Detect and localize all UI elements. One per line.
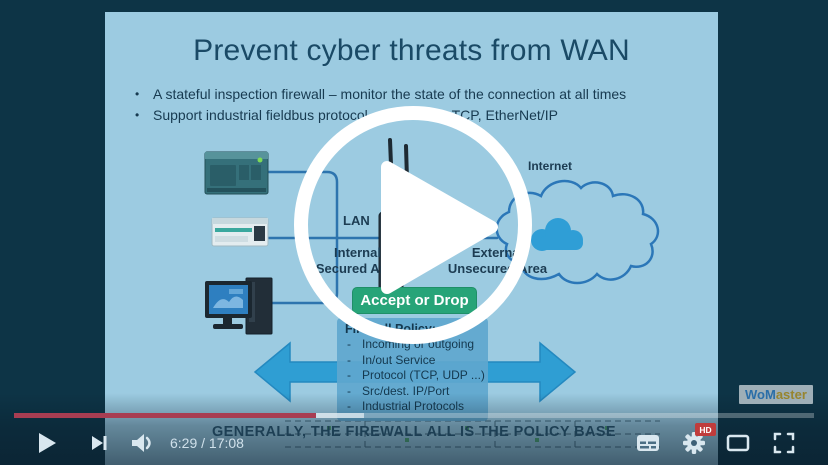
watermark-prefix: WoM: [745, 387, 776, 402]
internal-area-line2: Secured Area: [315, 261, 400, 276]
big-play-triangle-icon: [381, 161, 498, 294]
firewall-policy-item: In/out Service: [337, 353, 488, 369]
internet-cloud-icon: [495, 179, 660, 285]
watermark-suffix: aster: [775, 387, 807, 402]
hd-quality-badge: HD: [695, 423, 716, 436]
progress-buffered: [316, 413, 364, 418]
miniplayer-icon: [726, 434, 750, 452]
fullscreen-button[interactable]: [771, 430, 797, 456]
volume-button[interactable]: [128, 430, 154, 456]
next-button[interactable]: [85, 430, 111, 456]
control-bar: 6:29 / 17:08 HD: [0, 421, 828, 465]
captions-button[interactable]: [635, 430, 661, 456]
bottom-gradient: [0, 393, 828, 465]
video-caption: GENERALLY, THE FIREWALL ALL IS THE POLIC…: [211, 424, 617, 440]
lan-label: LAN: [343, 213, 370, 228]
firewall-policy-item: Protocol (TCP, UDP ...): [337, 368, 488, 384]
play-ring-icon: [294, 106, 532, 344]
slide-title: Prevent cyber threats from WAN: [193, 34, 630, 67]
fullscreen-icon: [773, 432, 795, 454]
play-icon: [39, 433, 56, 453]
external-area-line1: External: [471, 245, 524, 260]
settings-button[interactable]: [681, 430, 707, 456]
slide-bullet: A stateful inspection firewall – monitor…: [129, 84, 704, 105]
volume-icon: [132, 434, 151, 452]
miniplayer-button[interactable]: [725, 430, 751, 456]
plc-device-2: [211, 217, 269, 247]
big-play-overlay-button[interactable]: [293, 105, 533, 345]
progress-played: [14, 413, 316, 418]
channel-watermark: WoMaster: [739, 385, 813, 404]
time-display: 6:29 / 17:08: [170, 435, 244, 451]
desktop-pc: [205, 277, 273, 335]
plc-device-1: [204, 151, 269, 195]
solid-cloud-icon: [531, 218, 583, 251]
play-button[interactable]: [30, 428, 60, 458]
progress-bar[interactable]: [14, 413, 814, 418]
settings-gear-icon: [683, 432, 705, 454]
next-icon: [92, 436, 107, 450]
internal-area-label: Internal Secured Area: [290, 245, 425, 277]
internet-label: Internet: [527, 159, 572, 173]
captions-icon: [637, 435, 659, 451]
accept-or-drop-button: Accept or Drop: [352, 287, 477, 314]
internal-area-line1: Internal: [334, 245, 381, 260]
